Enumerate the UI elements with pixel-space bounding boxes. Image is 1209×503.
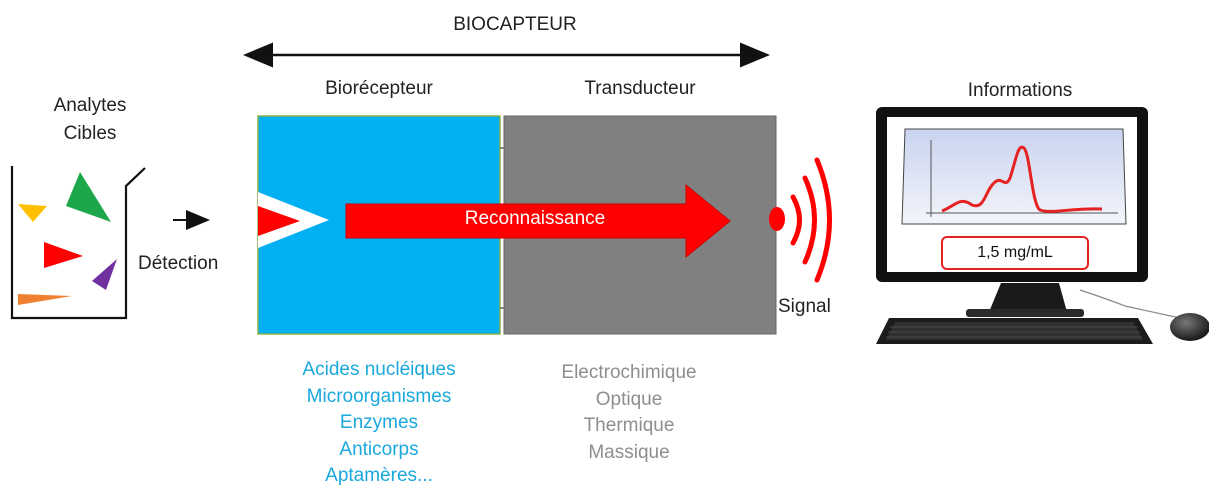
bioreceptor-types-list: Acides nucléiques Microorganismes Enzyme… bbox=[258, 357, 500, 490]
list-item: Acides nucléiques bbox=[302, 359, 456, 380]
signal-waves-icon bbox=[769, 157, 832, 283]
recognition-arrow bbox=[345, 183, 731, 259]
analytes-line1: Analytes bbox=[53, 95, 127, 116]
list-item: Massique bbox=[588, 441, 670, 463]
transducer-types-list: Electrochimique Optique Thermique Massiq… bbox=[504, 360, 754, 466]
list-item: Enzymes bbox=[339, 412, 419, 433]
reading-value: 1,5 mg/mL bbox=[941, 236, 1089, 270]
recognition-label: Reconnaissance bbox=[464, 208, 606, 229]
diagram-title: BIOCAPTEUR bbox=[453, 14, 577, 35]
computer-monitor-icon bbox=[876, 107, 1181, 319]
bioreceptor-heading: Biorécepteur bbox=[325, 78, 433, 99]
list-item: Optique bbox=[595, 388, 663, 410]
informations-heading: Informations bbox=[967, 80, 1073, 101]
analytes-label: Analytes Cibles bbox=[40, 92, 140, 148]
detection-label: Détection bbox=[138, 253, 219, 274]
list-item: Thermique bbox=[583, 415, 675, 436]
transducer-heading: Transducteur bbox=[584, 78, 696, 99]
analytes-line2: Cibles bbox=[63, 123, 117, 144]
mouse-icon bbox=[1170, 313, 1209, 341]
list-item: Microorganismes bbox=[306, 385, 452, 407]
list-item: Anticorps bbox=[339, 438, 419, 460]
list-item: Electrochimique bbox=[561, 362, 697, 383]
list-item: Aptamères... bbox=[325, 465, 433, 486]
keyboard-icon bbox=[876, 318, 1153, 344]
beaker-icon bbox=[10, 166, 146, 320]
captured-analyte bbox=[258, 206, 300, 236]
signal-label: Signal bbox=[778, 296, 831, 317]
